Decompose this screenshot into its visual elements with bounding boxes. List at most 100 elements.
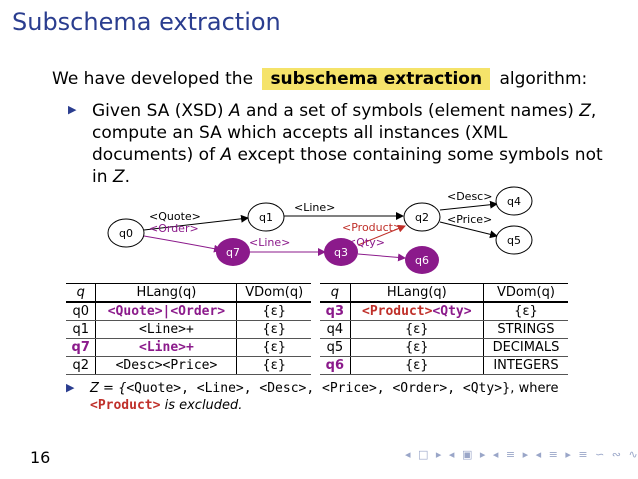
slide-title: Subschema extraction — [12, 8, 281, 36]
cell-hlang: {ε} — [350, 338, 484, 357]
state-q5-label: q5 — [507, 234, 521, 247]
col-header-vdom: VDom(q) — [483, 283, 568, 303]
b2-rhs: }, where — [502, 381, 559, 396]
state-q0-label: q0 — [119, 227, 133, 240]
cell-state: q3 — [320, 301, 351, 321]
cell-vdom: {ε} — [236, 320, 311, 339]
label-qty: <Qty> — [347, 236, 385, 249]
state-q3-label: q3 — [334, 246, 348, 259]
edge-price — [439, 221, 498, 239]
cell-hlang-product: <Product> — [362, 304, 433, 319]
b2-symbol-set: <Quote>, <Line>, <Desc>, <Price>, <Order… — [126, 381, 503, 396]
table-header-row: q HLang(q) VDom(q) — [320, 283, 568, 303]
edge-quote — [143, 214, 249, 231]
bullet-description: Given SA (XSD) A and a set of symbols (e… — [92, 100, 612, 188]
edge-desc — [439, 200, 498, 211]
cell-vdom: STRINGS — [483, 320, 568, 339]
table-row: q6 {ε} INTEGERS — [320, 356, 568, 375]
cell-vdom: {ε} — [236, 356, 311, 375]
hlang-table-right: q HLang(q) VDom(q) q3 <Product><Qty> {ε}… — [320, 283, 568, 375]
b1-text-1: Given SA (XSD) — [92, 101, 229, 121]
state-q0: q0 — [107, 218, 145, 248]
label-quote: <Quote> — [149, 210, 201, 223]
intro-highlight: subschema extraction — [262, 68, 491, 90]
col-header-q: q — [320, 283, 351, 303]
state-q1-label: q1 — [259, 211, 273, 224]
b1-symbol-z-2: Z — [112, 167, 125, 187]
bullet-marker-icon: ▶ — [68, 103, 77, 116]
cell-vdom: INTEGERS — [483, 356, 568, 375]
intro-after: algorithm: — [499, 69, 588, 89]
b1-symbol-a: A — [228, 101, 241, 121]
beamer-navigation-icons[interactable]: ◂ □ ▸ ◂ ▣ ▸ ◂ ≡ ▸ ◂ ≡ ▸ ≡ ∽ ∾ ∿ — [405, 448, 638, 461]
cell-vdom: {ε} — [236, 301, 311, 321]
cell-hlang: <Line>+ — [95, 320, 238, 339]
cell-state: q7 — [66, 338, 97, 357]
edge-order — [143, 235, 222, 253]
label-line-top: <Line> — [294, 201, 335, 214]
col-header-vdom: VDom(q) — [236, 283, 311, 303]
cell-state: q2 — [66, 356, 97, 375]
cell-hlang: <Product><Qty> — [350, 301, 484, 321]
b1-text-5: . — [124, 167, 130, 187]
intro-before: We have developed the — [52, 69, 254, 89]
table-row: q0 <Quote>|<Order> {ε} — [66, 301, 311, 321]
label-line-low: <Line> — [249, 236, 290, 249]
bullet-marker-icon: ▶ — [66, 381, 75, 394]
cell-hlang: {ε} — [350, 320, 484, 339]
cell-state: q0 — [66, 301, 97, 321]
state-q6: q6 — [405, 246, 439, 274]
hlang-table-left: q HLang(q) VDom(q) q0 <Quote>|<Order> {ε… — [66, 283, 311, 375]
state-q2-label: q2 — [415, 211, 429, 224]
state-q6-label: q6 — [415, 254, 429, 267]
label-product: <Product> — [342, 221, 402, 234]
cell-hlang-q0: <Quote>|<Order> — [107, 304, 226, 319]
b1-text-4: except those containing some symbols not… — [92, 145, 603, 187]
state-q4: q4 — [495, 186, 533, 216]
cell-hlang: <Quote>|<Order> — [95, 301, 238, 321]
col-header-hlang: HLang(q) — [95, 283, 238, 303]
table-row: q5 {ε} DECIMALS — [320, 338, 568, 357]
state-q2: q2 — [403, 202, 441, 232]
cell-state: q6 — [320, 356, 351, 375]
col-header-q: q — [66, 283, 97, 303]
b1-symbol-a-2: A — [220, 145, 233, 165]
state-q3: q3 — [324, 238, 358, 266]
table-row: q7 <Line>+ {ε} — [66, 338, 311, 357]
table-header-row: q HLang(q) VDom(q) — [66, 283, 311, 303]
cell-state: q1 — [66, 320, 97, 339]
label-order: <Order> — [149, 222, 199, 235]
cell-state: q4 — [320, 320, 351, 339]
state-q7-label: q7 — [226, 246, 240, 259]
b1-text-2: and a set of symbols (element names) — [240, 101, 580, 121]
state-q7: q7 — [216, 238, 250, 266]
table-row: q2 <Desc><Price> {ε} — [66, 356, 311, 375]
b2-lhs: Z = { — [90, 381, 127, 396]
cell-vdom: DECIMALS — [483, 338, 568, 357]
state-q4-label: q4 — [507, 195, 521, 208]
state-q1: q1 — [247, 202, 285, 232]
symbol-set-note: Z = {<Quote>, <Line>, <Desc>, <Price>, <… — [90, 380, 610, 414]
cell-hlang: <Desc><Price> — [95, 356, 238, 375]
b2-excluded-symbol: <Product> — [90, 398, 161, 413]
edge-qty — [357, 253, 406, 262]
col-header-hlang: HLang(q) — [350, 283, 484, 303]
label-price: <Price> — [447, 213, 492, 226]
b1-text-3: , compute an SA which accepts all instan… — [92, 101, 597, 165]
cell-hlang: {ε} — [350, 356, 484, 375]
label-desc: <Desc> — [447, 190, 492, 203]
table-row: q3 <Product><Qty> {ε} — [320, 301, 568, 321]
b2-tail: is excluded. — [160, 398, 243, 413]
intro-text: We have developed the subschema extracti… — [52, 68, 588, 90]
table-row: q4 {ε} STRINGS — [320, 320, 568, 339]
cell-vdom: {ε} — [236, 338, 311, 357]
cell-hlang-qty: <Qty> — [432, 304, 472, 319]
cell-hlang: <Line>+ — [95, 338, 238, 357]
b1-symbol-z: Z — [579, 101, 591, 121]
state-q5: q5 — [495, 225, 533, 255]
cell-state: q5 — [320, 338, 351, 357]
table-row: q1 <Line>+ {ε} — [66, 320, 311, 339]
cell-vdom: {ε} — [483, 301, 568, 321]
slide-number: 16 — [30, 448, 51, 467]
